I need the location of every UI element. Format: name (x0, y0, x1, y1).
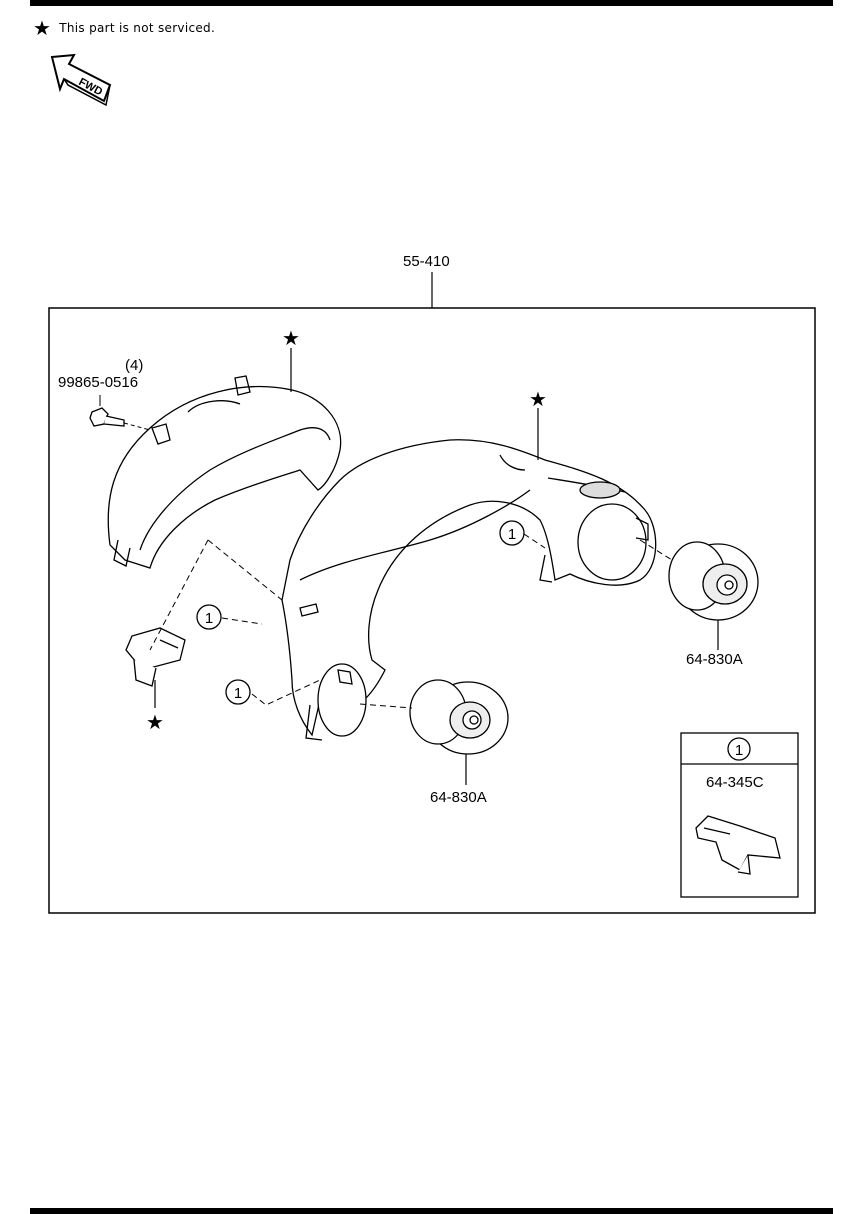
assembly-part-label: 55-410 (403, 253, 450, 270)
callout-number: 1 (234, 685, 242, 702)
legend-text: This part is not serviced. (59, 21, 216, 35)
fwd-arrow-icon: FWD (50, 53, 112, 107)
dashed-connectors (149, 533, 546, 706)
bolt-dash (123, 422, 151, 431)
bottom-border (30, 1208, 833, 1214)
bolt-qty-label: (4) (125, 357, 144, 374)
not-serviced-legend: ★ This part is not serviced. (33, 18, 215, 38)
legend-part-label: 64-345C (706, 774, 764, 791)
small-clip-left (125, 627, 186, 687)
star-marker-right-cover: ★ (529, 387, 547, 411)
star-marker-left-cover: ★ (282, 326, 300, 350)
vent-upper (668, 541, 759, 621)
callout-circle-2: 1 (225, 679, 251, 705)
speaker-upper-part-label: 64-830A (686, 651, 743, 668)
left-upper-cover (107, 375, 342, 569)
top-border (30, 0, 833, 6)
vent-lower (409, 679, 509, 755)
callout-number: 1 (508, 526, 516, 543)
clip-part-icon (695, 815, 781, 875)
callout-circle-1: 1 (196, 604, 222, 630)
bolt-icon (89, 407, 125, 427)
lower-vent-housing (299, 603, 367, 741)
callout-legend-box: 1 (680, 732, 799, 898)
star-marker-clip: ★ (146, 710, 164, 734)
bolt-part-label: 99865-0516 (58, 374, 139, 391)
callout-number: 1 (205, 610, 213, 627)
vent-upper-dash (639, 539, 673, 561)
callout-circle-3: 1 (499, 520, 525, 546)
star-icon: ★ (33, 16, 52, 40)
main-instrument-panel (281, 439, 657, 737)
vent-lower-dash (359, 703, 413, 709)
speaker-lower-part-label: 64-830A (430, 789, 487, 806)
legend-callout-number: 1 (735, 742, 743, 759)
